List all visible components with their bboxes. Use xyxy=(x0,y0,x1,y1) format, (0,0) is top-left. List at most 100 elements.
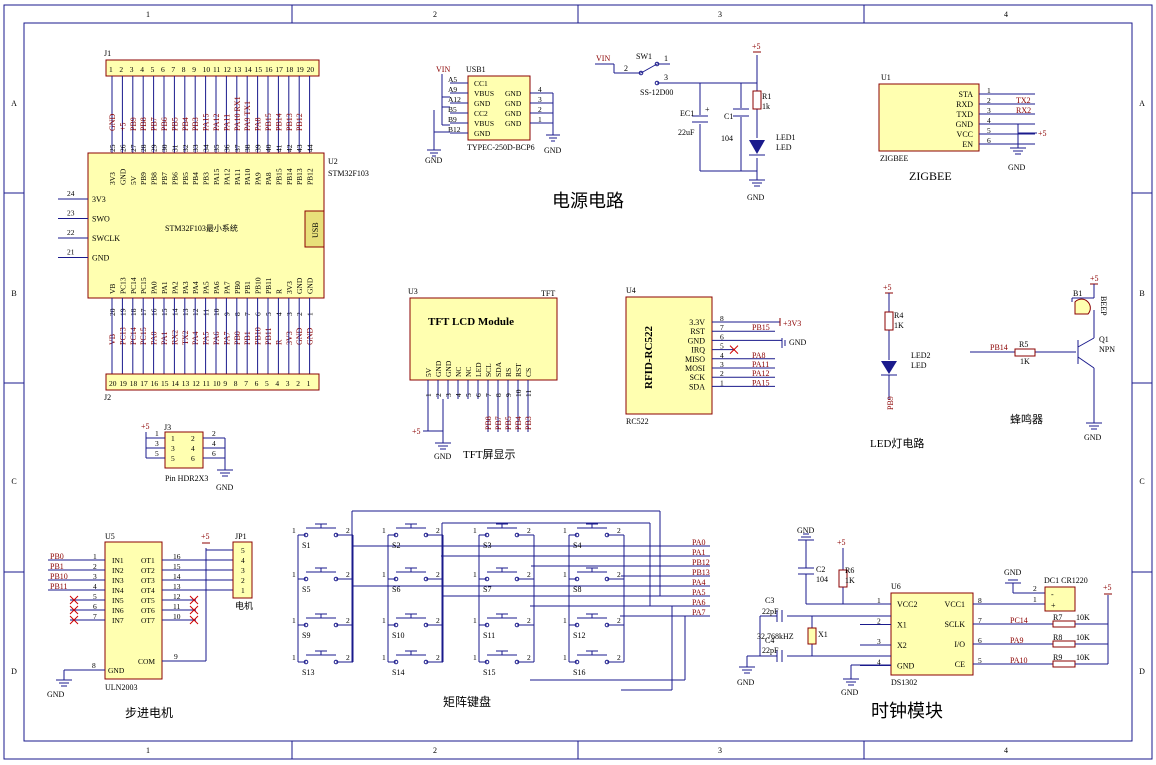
j2-pin-num: 20 xyxy=(109,379,117,388)
rtc-pin-sclk: SCLK xyxy=(945,620,966,629)
mcu-top-pin-num: 35 xyxy=(212,144,221,152)
row-label-d: D xyxy=(11,667,17,676)
tft-net: PB3 xyxy=(524,416,533,430)
mcu-top-pin-pa15: PA15 xyxy=(212,168,221,185)
zigbee-pin-en: EN xyxy=(962,140,973,149)
switch-ref: S15 xyxy=(483,668,495,677)
mcu-top-net: PB9 xyxy=(129,117,138,131)
j1-pin-num: 12 xyxy=(223,65,231,74)
j1-pin-num: 7 xyxy=(171,65,175,74)
svg-text:2: 2 xyxy=(191,434,195,443)
rtc-pin-ce: CE xyxy=(955,660,965,669)
row-label-b-right: B xyxy=(1139,289,1144,298)
mcu-top-net: PA15 xyxy=(202,114,211,132)
c4-ref: C4 xyxy=(765,636,774,645)
usb-right-pin-num: 2 xyxy=(538,105,542,114)
tft-plus5: +5 xyxy=(412,427,421,436)
section-led-title: LED灯电路 xyxy=(870,437,924,450)
tft-net: PB8 xyxy=(484,416,493,430)
usb-pin-name: VBUS xyxy=(474,89,494,98)
j2-pin-num: 18 xyxy=(130,379,138,388)
j2-label: J2 xyxy=(104,393,111,402)
rtc-left-pin-num: 1 xyxy=(877,596,881,605)
mcu-top-net: PB3 xyxy=(191,117,200,131)
rfid-pin-rst: RST xyxy=(690,327,705,336)
j1-pin-num: 5 xyxy=(151,65,155,74)
rtc-gnd-battery: GND xyxy=(1004,568,1022,577)
led2-plus5: +5 xyxy=(883,283,892,292)
jp1-body xyxy=(232,541,253,599)
mcu-top-pin-pb6: PB6 xyxy=(170,172,179,185)
switch-ref: S1 xyxy=(302,541,310,550)
col-label-2-bottom: 2 xyxy=(433,746,437,755)
rtc-gnd-top: GND xyxy=(797,526,815,535)
rfid-title: RFID-RC522 xyxy=(643,326,655,389)
zigbee-part: ZIGBEE xyxy=(880,154,909,163)
switch-pin-2: 2 xyxy=(436,616,440,625)
c2-ref: C2 xyxy=(816,565,825,574)
mcu-top-pin-num: 43 xyxy=(295,144,304,152)
usb-pin-name: CC2 xyxy=(474,109,488,118)
mcu-bottom-pin-pc14: PC14 xyxy=(129,277,138,294)
mcu-top-pin-pb15: PB15 xyxy=(274,168,283,185)
zigbee-net: RX2 xyxy=(1016,106,1031,115)
rfid-pin-sda: SDA xyxy=(689,382,705,391)
mcu-top-net: PB6 xyxy=(160,117,169,131)
mcu-top-pin-5v: 5V xyxy=(129,175,138,185)
keypad-net: PA5 xyxy=(692,588,706,597)
jp1-motor: 电机 xyxy=(235,600,253,611)
rfid-body xyxy=(625,296,713,415)
uln-in-net: PB1 xyxy=(50,562,64,571)
usb-right-pin-num: 1 xyxy=(538,115,542,124)
ds1302-part: DS1302 xyxy=(891,678,917,687)
rtc-pin-gnd: GND xyxy=(897,662,915,671)
usb-right-pin-num: 3 xyxy=(538,95,542,104)
mcu-top-pin-num: 44 xyxy=(306,144,315,152)
zigbee-ref: U1 xyxy=(881,73,891,82)
zigbee-pin-num: 4 xyxy=(987,116,991,125)
uln-in-num: 1 xyxy=(93,552,97,561)
keypad-net: PA1 xyxy=(692,548,706,557)
uln-com-name: COM xyxy=(138,657,155,666)
uln-out-num: 12 xyxy=(173,592,181,601)
uln-part: ULN2003 xyxy=(105,683,137,692)
switch-ref: S10 xyxy=(392,631,404,640)
mcu-title: STM32F103最小系统 xyxy=(165,223,238,233)
switch-pin-1: 1 xyxy=(563,653,567,662)
row-label-b: B xyxy=(11,289,16,298)
c1-val: 104 xyxy=(721,134,733,143)
j2-pin-num: 17 xyxy=(140,379,148,388)
switch-pin-1: 1 xyxy=(292,616,296,625)
j1-pin-num: 3 xyxy=(130,65,134,74)
mcu-top-pin-pb4: PB4 xyxy=(191,172,200,185)
border-labels: 1 2 3 4 1 2 3 4 A B C D A B C D xyxy=(11,10,1145,755)
rfid-pin-num: 4 xyxy=(720,351,724,360)
mcu-bottom-pin-pa4: PA4 xyxy=(191,281,200,294)
rtc-resistor-val: 10K xyxy=(1076,653,1090,662)
mcu-top-pin-num: 25 xyxy=(108,144,117,152)
uln-out-ot2: OT2 xyxy=(141,566,155,575)
row-label-c: C xyxy=(11,477,16,486)
section-stepper-title: 步进电机 xyxy=(125,706,173,720)
r4-val: 1K xyxy=(894,321,904,330)
uln-plus5: +5 xyxy=(201,532,210,541)
svg-text:1: 1 xyxy=(171,434,175,443)
mcu-top-pin-num: 38 xyxy=(243,144,252,152)
dc1-ref: DC1 CR1220 xyxy=(1044,576,1088,585)
mcu-top-pin-num: 34 xyxy=(202,144,211,152)
rtc-gnd-bottom: GND xyxy=(841,688,859,697)
mcu-body xyxy=(87,152,325,299)
rtc-resistor-ref: R9 xyxy=(1053,653,1062,662)
uln-out-num: 16 xyxy=(173,552,181,561)
switch-ref: S4 xyxy=(573,541,581,550)
keypad-net: PA6 xyxy=(692,598,706,607)
j2-pin-num: 1 xyxy=(307,379,311,388)
mcu-bottom-pin-pb1: PB1 xyxy=(243,281,252,294)
